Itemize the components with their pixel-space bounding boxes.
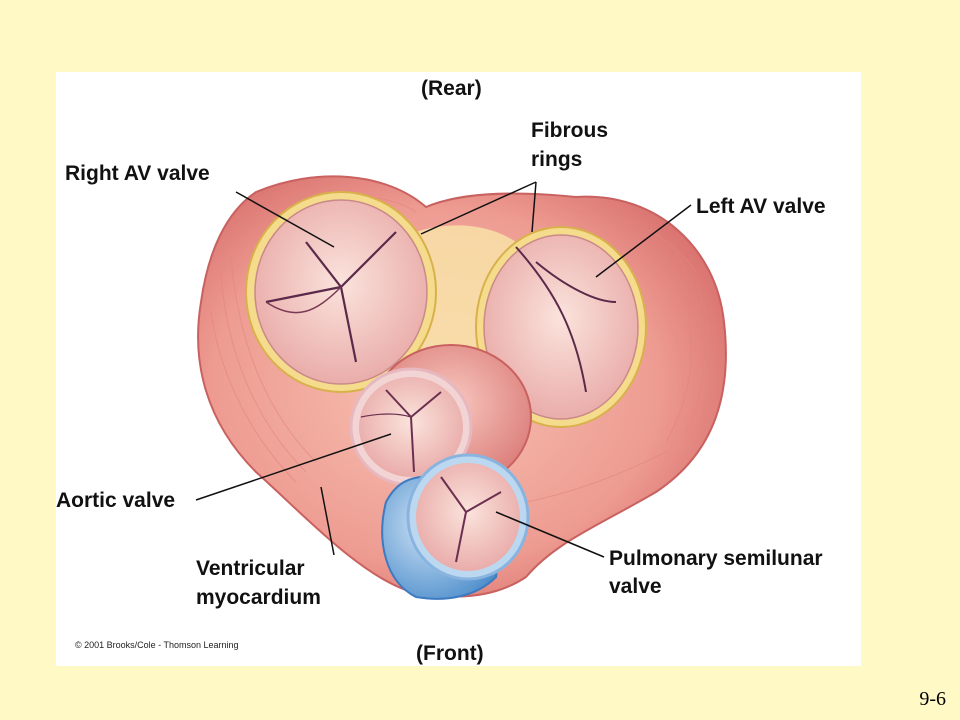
label-pulmonary-valve-line2: valve <box>609 575 662 598</box>
label-rear: (Rear) <box>421 77 482 100</box>
leader-lines <box>195 181 692 558</box>
copyright-notice: © 2001 Brooks/Cole - Thomson Learning <box>75 640 239 650</box>
right-av-valve-shape <box>245 191 437 393</box>
slide-number: 9-6 <box>919 688 946 710</box>
heart-valves-illustration <box>195 175 727 600</box>
label-aortic-valve: Aortic valve <box>56 489 176 512</box>
aortic-valve-shape <box>349 344 532 490</box>
label-ventricular-myocardium-line2: myocardium <box>196 586 321 609</box>
label-right-av-valve: Right AV valve <box>65 162 210 185</box>
label-pulmonary-valve-line1: Pulmonary semilunar <box>609 547 823 570</box>
label-ventricular-myocardium-line1: Ventricular <box>196 557 305 580</box>
diagram-panel: (Rear) Fibrous rings Right AV valve Left… <box>56 72 861 666</box>
label-front: (Front) <box>416 642 484 665</box>
label-left-av-valve: Left AV valve <box>696 195 826 218</box>
label-fibrous-rings-line1: Fibrous <box>531 119 608 142</box>
pulmonary-valve-shape <box>381 453 530 600</box>
label-fibrous-rings-line2: rings <box>531 148 583 171</box>
